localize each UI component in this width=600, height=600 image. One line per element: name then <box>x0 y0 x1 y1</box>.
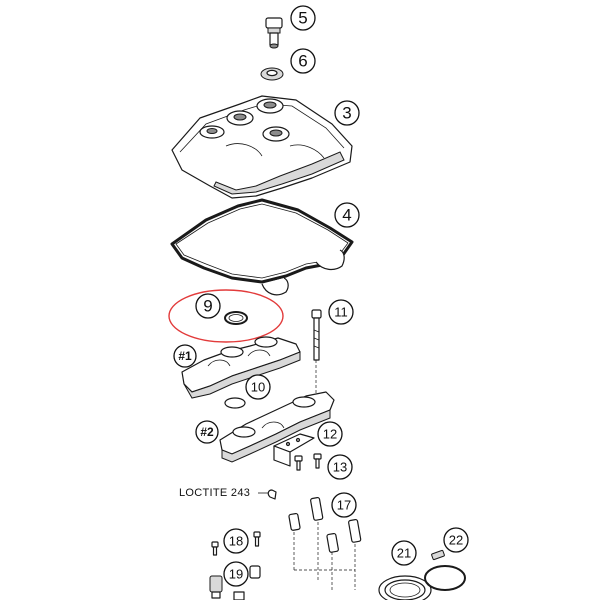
part-gasket-4 <box>170 198 354 296</box>
callout-11-label: 11 <box>334 305 348 320</box>
callout-17-label: 17 <box>337 498 351 513</box>
part-hose-clamp-22 <box>424 549 466 591</box>
part-bearing-bridge-1 <box>181 336 301 399</box>
callout-3: 3 <box>334 100 360 126</box>
part-studs-18 <box>211 531 261 556</box>
part-intake-rubber-21 <box>378 575 432 600</box>
callout-22: 22 <box>443 527 469 553</box>
callout-5-label: 5 <box>298 9 307 28</box>
callout-4: 4 <box>334 202 360 228</box>
part-fittings-19 <box>209 565 261 600</box>
callout-21-label: 21 <box>397 546 411 561</box>
callout-18: 18 <box>223 528 249 554</box>
part-o-ring-10 <box>224 397 246 409</box>
callout-13-label: 13 <box>333 460 347 475</box>
part-plate-12 <box>273 433 315 467</box>
part-long-bolt-11 <box>311 309 322 396</box>
loctite-note: LOCTITE 243 <box>179 487 268 499</box>
callout-4-label: 4 <box>342 206 351 225</box>
hash-label-2: #2 <box>195 420 219 444</box>
loctite-note-text: LOCTITE 243 <box>179 487 250 499</box>
callout-10: 10 <box>245 374 271 400</box>
callout-9: 9 <box>195 293 221 319</box>
callout-10-label: 10 <box>251 380 265 395</box>
callout-19: 19 <box>223 561 249 587</box>
loctite-drop <box>267 489 277 500</box>
callout-17: 17 <box>331 492 357 518</box>
callout-12: 12 <box>317 421 343 447</box>
callout-5: 5 <box>290 5 316 31</box>
callout-22-label: 22 <box>449 533 463 548</box>
callout-9-label: 9 <box>203 297 212 316</box>
part-bearing-bridge-2 <box>219 391 335 463</box>
highlight-ellipse <box>168 289 284 343</box>
part-washer-6 <box>260 67 284 81</box>
callout-6-label: 6 <box>298 52 307 71</box>
part-pins-17 <box>288 497 362 590</box>
part-seal-ring-9 <box>224 311 248 325</box>
callout-12-label: 12 <box>323 427 337 442</box>
callout-6: 6 <box>290 48 316 74</box>
part-valve-cover-3 <box>171 95 353 199</box>
part-screws-13 <box>294 453 322 471</box>
hash-label-2-text: #2 <box>200 425 214 439</box>
callout-19-label: 19 <box>229 567 243 582</box>
callout-13: 13 <box>327 454 353 480</box>
callout-21: 21 <box>391 540 417 566</box>
callout-3-label: 3 <box>342 104 351 123</box>
callout-18-label: 18 <box>229 534 243 549</box>
hash-label-1: #1 <box>173 344 197 368</box>
hash-label-1-text: #1 <box>178 349 192 363</box>
callout-11: 11 <box>328 299 354 325</box>
part-bolt-5 <box>265 17 283 49</box>
